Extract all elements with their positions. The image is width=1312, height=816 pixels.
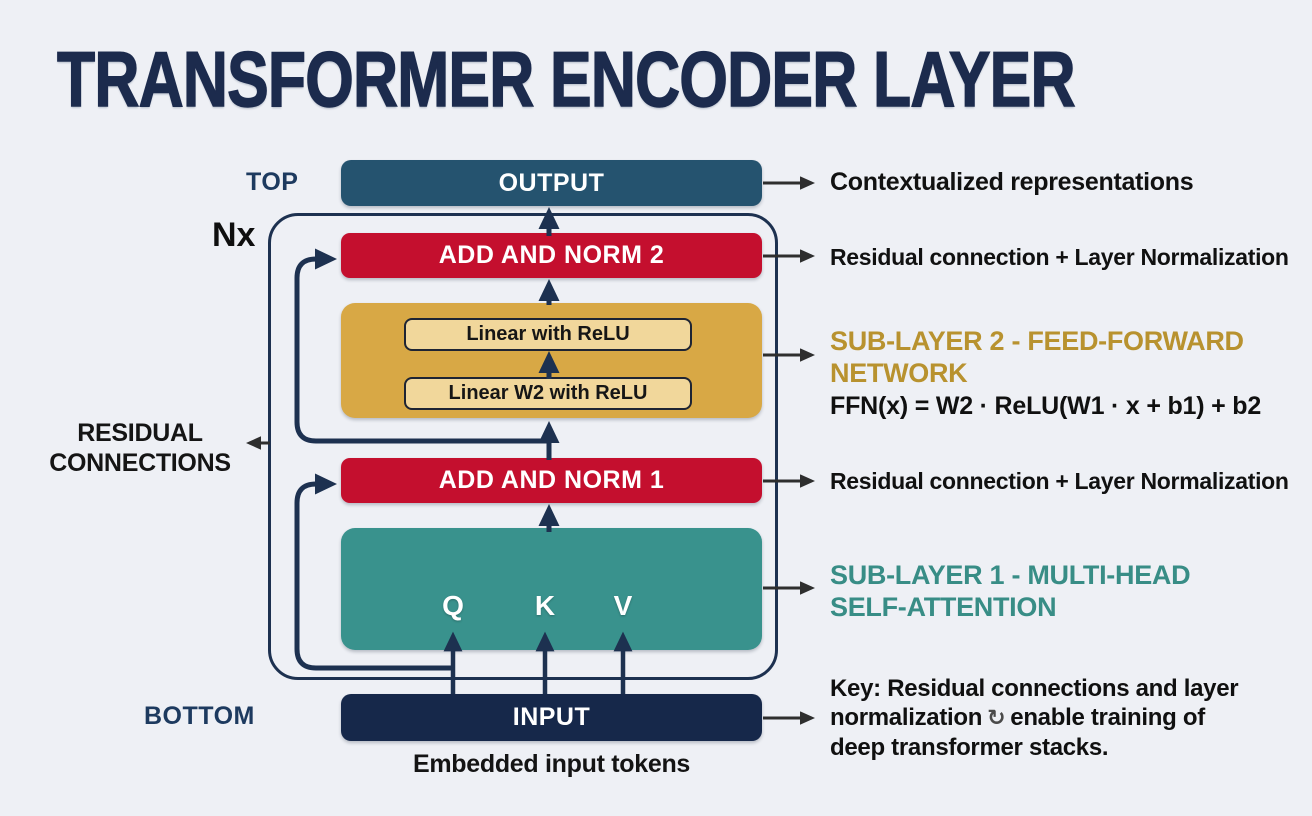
encoder-layer-border <box>268 213 778 680</box>
annotation-ffn-title-line1: SUB-LAYER 2 - FEED-FORWARD <box>830 326 1244 356</box>
annotation-output: Contextualized representations <box>830 168 1194 196</box>
annotation-add-norm-2: Residual connection + Layer Normalizatio… <box>830 244 1289 270</box>
annotation-attention-title-line1: SUB-LAYER 1 - MULTI-HEAD <box>830 560 1191 590</box>
residual-label-line2: CONNECTIONS <box>49 449 231 477</box>
add-and-norm-2-box: ADD AND NORM 2 <box>341 233 762 278</box>
input-box: INPUT <box>341 694 762 741</box>
annotation-ffn-formula: FFN(x) = W2 · ReLU(W1 · x + b1) + b2 <box>830 392 1262 420</box>
output-box-label: OUTPUT <box>498 168 605 197</box>
key-line2-before: normalization <box>830 704 983 731</box>
bottom-label: BOTTOM <box>144 702 255 730</box>
input-caption: Embedded input tokens <box>412 750 691 778</box>
cycle-icon: ↻ <box>987 706 1006 731</box>
value-label: V <box>613 590 633 621</box>
residual-label-line1: RESIDUAL <box>77 419 203 447</box>
nx-label: Nx <box>212 216 256 254</box>
add-and-norm-1-box: ADD AND NORM 1 <box>341 458 762 503</box>
add-and-norm-2-label: ADD AND NORM 2 <box>438 241 665 269</box>
key-line3: deep transformer stacks. <box>830 734 1109 761</box>
key-line2: normalization↻enable training of <box>830 703 1270 733</box>
key-line2-after: enable training of <box>1010 704 1205 731</box>
linear-w2-relu-label: Linear W2 with ReLU <box>448 382 648 404</box>
linear-w2-relu-box: Linear W2 with ReLU <box>404 377 692 410</box>
annotation-key-paragraph: Key: Residual connections and layer norm… <box>830 674 1270 762</box>
annotation-attention-title: SUB-LAYER 1 - MULTI-HEAD SELF-ATTENTION <box>830 559 1191 623</box>
multi-head-attention-box <box>341 528 762 650</box>
output-box: OUTPUT <box>341 160 762 206</box>
annotation-ffn-title: SUB-LAYER 2 - FEED-FORWARD NETWORK <box>830 325 1244 389</box>
top-label: TOP <box>246 168 299 196</box>
input-box-label: INPUT <box>512 703 591 731</box>
key-line1: Key: Residual connections and layer <box>830 675 1239 702</box>
page-title: TRANSFORMER ENCODER LAYER <box>56 34 1076 124</box>
key-label: K <box>534 590 556 621</box>
linear-relu-label: Linear with ReLU <box>466 323 630 345</box>
linear-relu-box: Linear with ReLU <box>404 318 692 351</box>
residual-connections-label: RESIDUAL CONNECTIONS <box>40 418 240 478</box>
annotation-add-norm-1: Residual connection + Layer Normalizatio… <box>830 468 1289 494</box>
annotation-ffn-title-line2: NETWORK <box>830 358 968 388</box>
add-and-norm-1-label: ADD AND NORM 1 <box>438 466 665 494</box>
annotation-attention-title-line2: SELF-ATTENTION <box>830 592 1057 622</box>
query-label: Q <box>442 590 464 621</box>
